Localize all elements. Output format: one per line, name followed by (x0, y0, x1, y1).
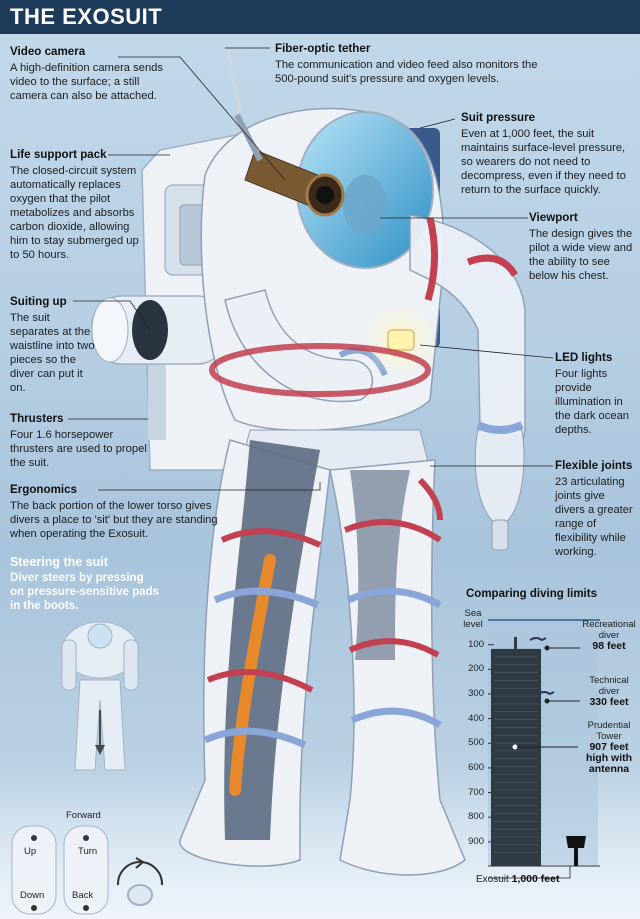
leader-lines (68, 47, 571, 879)
title-bar: THE EXOSUIT (0, 0, 640, 34)
annotation-viewport: Viewport The design gives the pilot a wi… (529, 211, 637, 283)
exosuit-name: Exosuit (476, 874, 509, 885)
tower-name: Prudential Tower (587, 720, 631, 742)
depth-chart (488, 619, 600, 867)
technical-diver-value: 330 feet (589, 696, 629, 708)
depth-tick-400: 400 (468, 712, 484, 724)
annotation-heading: Viewport (529, 211, 578, 224)
annotation-body: A high-definition camera sends video to … (10, 62, 163, 102)
flexible-joint-rings (203, 477, 443, 749)
depth-tick-300: 300 (468, 687, 484, 699)
annotation-heading: LED lights (555, 351, 613, 364)
annotation-body: Even at 1,000 feet, the suit maintains s… (461, 128, 626, 196)
depth-tick-200: 200 (468, 663, 484, 675)
suit-arm-right (409, 214, 526, 551)
tower-label: Prudential Tower 907 feet high with ante… (580, 720, 638, 775)
annotation-body: The closed-circuit system automatically … (10, 165, 139, 261)
pad-label-down: Down (20, 890, 45, 901)
exosuit-silhouette (566, 836, 586, 866)
annotation-heading: Suiting up (10, 295, 67, 308)
tower-marker (512, 744, 518, 750)
annotation-heading: Fiber-optic tether (275, 42, 371, 55)
annotation-suit-pressure: Suit pressure Even at 1,000 feet, the su… (461, 111, 637, 197)
steering-suit-figure (61, 621, 139, 771)
annotation-heading: Flexible joints (555, 459, 633, 472)
depth-tick-900: 900 (468, 835, 484, 847)
pad-label-up: Up (24, 846, 37, 857)
annotation-body: 23 articulating joints give divers a gre… (555, 476, 633, 558)
annotation-video-camera: Video camera A high-definition camera se… (10, 45, 170, 103)
annotation-led-lights: LED lights Four lights provide illuminat… (555, 351, 637, 437)
tether-cable (226, 47, 242, 113)
tower-antenna (514, 636, 517, 649)
depth-tick-500: 500 (468, 737, 484, 749)
exosuit-value: 1,000 feet (511, 873, 560, 885)
depth-chart-title: Comparing diving limits (466, 588, 597, 600)
annotation-body: Four lights provide illumination in the … (555, 368, 630, 436)
exosuit-illustration (0, 47, 640, 919)
prudential-tower (491, 648, 541, 867)
annotation-body: The communication and video feed also mo… (275, 59, 538, 85)
annotation-flexible-joints: Flexible joints 23 articulating joints g… (555, 459, 637, 559)
annotation-body: The design gives the pilot a wide view a… (529, 228, 633, 282)
depth-tick-700: 700 (468, 786, 484, 798)
pad-label-turn: Turn (78, 846, 98, 857)
annotation-heading: Thrusters (10, 412, 64, 425)
annotation-suiting-up: Suiting up The suit separates at the wai… (10, 295, 98, 395)
suit-legs (179, 439, 466, 876)
waist-ring (209, 343, 431, 397)
annotation-body: Diver steers by pressing on pressure-sen… (10, 572, 159, 612)
foot-pads (11, 825, 109, 915)
pad-label-forward: Forward (66, 810, 101, 821)
page-title: THE EXOSUIT (10, 4, 163, 29)
recreational-diver-value: 98 feet (592, 640, 626, 652)
annotation-ergonomics: Ergonomics The back portion of the lower… (10, 483, 225, 541)
depth-tick-600: 600 (468, 761, 484, 773)
depth-tick-100: 100 (468, 638, 484, 650)
exosuit-depth-label: Exosuit 1,000 feet (476, 873, 566, 886)
tower-value: 907 feet high with antenna (585, 741, 633, 775)
turn-arrows-icon (116, 857, 164, 906)
technical-diver-label: Technical diver 330 feet (580, 675, 638, 708)
led-light (387, 329, 415, 351)
recreational-diver-label: Recreational diver 98 feet (580, 619, 638, 652)
recreational-diver-icon (529, 637, 547, 642)
technical-diver-icon (537, 691, 555, 696)
annotation-fiber-optic-tether: Fiber-optic tether The communication and… (275, 42, 545, 86)
annotation-heading: Life support pack (10, 148, 107, 161)
sea-level-label: Sea level (463, 608, 483, 630)
viewport-dome (296, 111, 434, 269)
annotation-heading: Suit pressure (461, 111, 536, 124)
technical-marker (544, 698, 550, 704)
annotation-life-support-pack: Life support pack The closed-circuit sys… (10, 148, 150, 262)
annotation-steering-the-suit: Steering the suit Diver steers by pressi… (10, 555, 160, 613)
annotation-body: The back portion of the lower torso give… (10, 500, 218, 540)
technical-diver-name: Technical diver (589, 675, 629, 697)
depth-tick-800: 800 (468, 811, 484, 823)
annotation-body: The suit separates at the waistline into… (10, 312, 95, 394)
video-camera (244, 149, 345, 217)
annotation-heading: Video camera (10, 45, 86, 58)
recreational-diver-name: Recreational diver (582, 619, 636, 641)
annotation-body: Four 1.6 horsepower thrusters are used t… (10, 429, 147, 469)
annotation-heading: Ergonomics (10, 483, 77, 496)
recreational-marker (544, 645, 550, 651)
annotation-heading: Steering the suit (10, 555, 108, 569)
pad-label-back: Back (72, 890, 94, 901)
annotation-thrusters: Thrusters Four 1.6 horsepower thrusters … (10, 412, 150, 470)
